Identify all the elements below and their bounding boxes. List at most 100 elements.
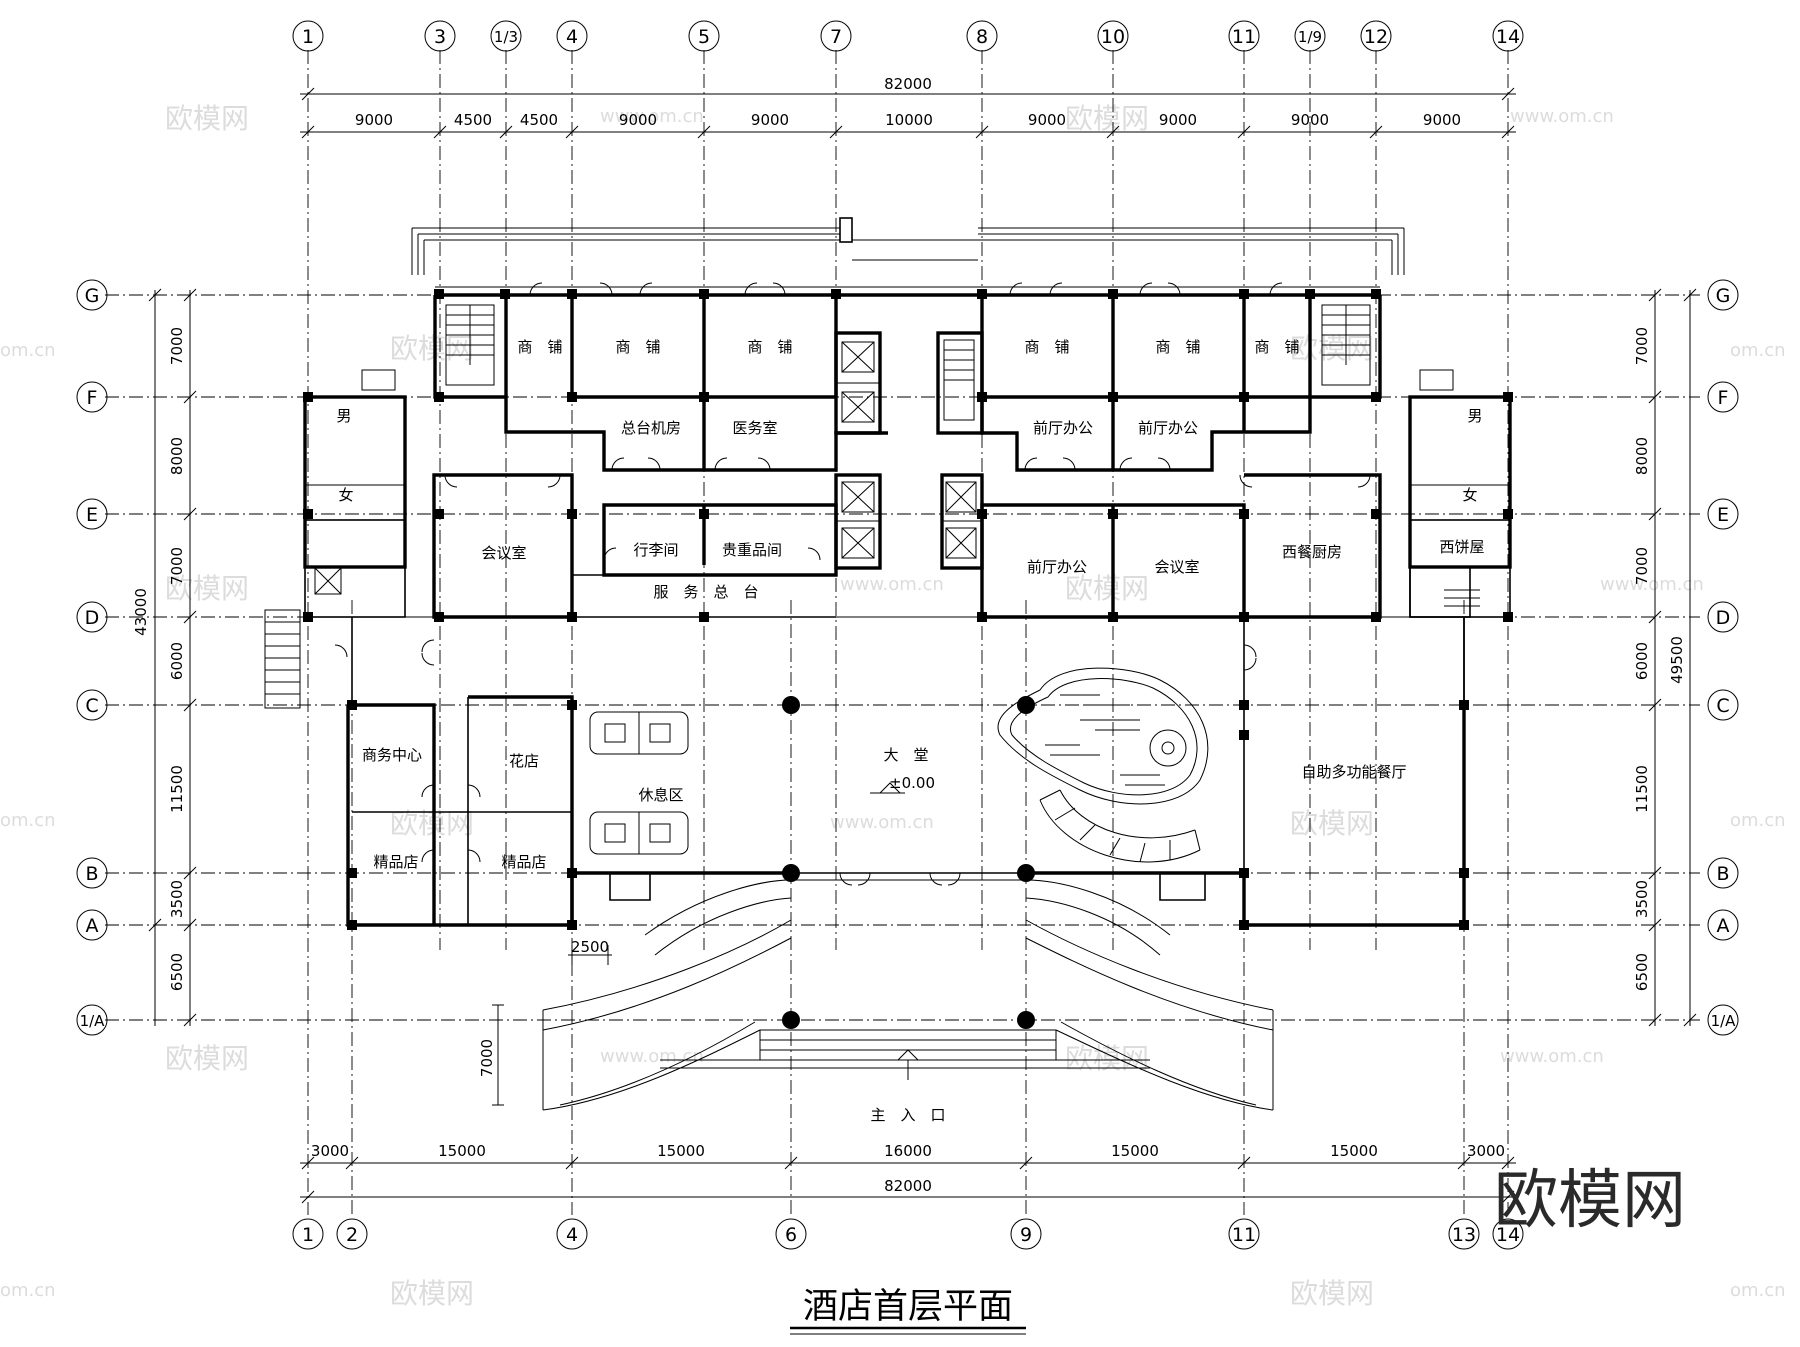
watermark: 欧模网 — [1290, 1277, 1374, 1310]
axis-label: G — [1716, 285, 1731, 307]
axis-label: B — [85, 863, 98, 885]
room-label-reception: 服 务 总 台 — [653, 583, 758, 601]
dimension-text: 9000 — [1291, 111, 1329, 129]
room-label-buffet: 自助多功能餐厅 — [1301, 763, 1406, 781]
room-label-female: 女 — [1462, 486, 1477, 504]
dimension-text: 3000 — [311, 1142, 349, 1160]
dimension-text: 7000 — [478, 1039, 496, 1077]
axis-label: D — [85, 607, 100, 629]
dimension-text: 82000 — [884, 75, 932, 93]
axis-label: C — [85, 695, 98, 717]
axis-label: 13 — [1452, 1224, 1476, 1246]
dimension-text: 3500 — [1633, 880, 1651, 918]
room-label-boutique: 精品店 — [501, 853, 546, 871]
axis-label: 7 — [830, 26, 842, 48]
dimension-text: 9000 — [619, 111, 657, 129]
axis-label: A — [1717, 915, 1730, 937]
dimension-text: 43000 — [132, 588, 150, 636]
axis-bubbles-right: G F E D C B A 1/A — [1707, 279, 1739, 1036]
level-symbol — [870, 782, 905, 794]
room-label-lounge: 休息区 — [638, 786, 683, 804]
axis-bubbles-left: G F E D C B A 1/A — [76, 279, 108, 1036]
water-feature — [997, 667, 1209, 863]
level-mark: ±0.00 — [889, 774, 935, 792]
dimension-text: 9000 — [355, 111, 393, 129]
watermark: 欧模网 — [1290, 332, 1374, 365]
watermark-url: www.om.cn — [840, 574, 944, 595]
dimension-text: 9000 — [751, 111, 789, 129]
dimension-text: 3000 — [1467, 1142, 1505, 1160]
watermark: 欧模网 — [390, 1277, 474, 1310]
room-label-front-office: 前厅办公 — [1027, 558, 1087, 576]
watermark-url: www.om.cn — [600, 106, 704, 127]
room-label-lobby: 大 堂 — [883, 746, 928, 764]
watermark: 欧模网 — [1065, 572, 1149, 605]
watermarks: 欧模网 欧模网 欧模网 欧模网 欧模网 欧模网 欧模网 欧模网 欧模网 欧模网 … — [0, 102, 1786, 1310]
dimension-text: 6500 — [168, 953, 186, 991]
room-label-luggage: 行李间 — [633, 541, 678, 559]
dimension-text: 6000 — [1633, 642, 1651, 680]
room-label-front-office: 前厅办公 — [1138, 419, 1198, 437]
watermark-url: om.cn — [0, 1280, 56, 1301]
room-label-kitchen: 西餐厨房 — [1282, 543, 1342, 561]
axis-label: 1 — [302, 26, 314, 48]
axis-label: 1/9 — [1298, 28, 1322, 46]
axis-label: 5 — [698, 26, 710, 48]
room-label-flower-shop: 花店 — [509, 752, 539, 770]
watermark: 欧模网 — [390, 332, 474, 365]
brand-logo: 欧模网 — [1494, 1164, 1686, 1238]
dimension-text: 7000 — [168, 327, 186, 365]
axis-label: 9 — [1020, 1224, 1032, 1246]
axis-label: E — [86, 504, 98, 526]
room-label-meeting: 会议室 — [1154, 558, 1199, 576]
axis-label: F — [1718, 387, 1729, 409]
watermark-url: om.cn — [1730, 1280, 1786, 1301]
axis-label: 8 — [976, 26, 988, 48]
axis-label: A — [86, 915, 99, 937]
axis-label: C — [1716, 695, 1729, 717]
axis-label: 14 — [1496, 1224, 1520, 1246]
dimension-text: 6500 — [1633, 953, 1651, 991]
axis-label: B — [1716, 863, 1729, 885]
room-label-business-center: 商务中心 — [362, 746, 422, 764]
dimension-text: 3500 — [168, 880, 186, 918]
room-label-female: 女 — [338, 486, 353, 504]
dimension-text: 6000 — [168, 642, 186, 680]
axis-label: 4 — [566, 1224, 578, 1246]
dimension-text: 7000 — [1633, 547, 1651, 585]
watermark-url: om.cn — [0, 810, 56, 831]
dimension-text: 4500 — [520, 111, 558, 129]
dimension-text: 15000 — [438, 1142, 486, 1160]
axis-label: 6 — [785, 1224, 797, 1246]
dimension-text: 11500 — [168, 765, 186, 813]
room-label-switch-room: 总台机房 — [621, 419, 681, 437]
watermark-url: www.om.cn — [1600, 574, 1704, 595]
watermark-url: www.om.cn — [1510, 106, 1614, 127]
room-label-shop: 商 铺 — [615, 338, 660, 356]
room-label-entrance: 主 入 口 — [870, 1106, 945, 1124]
axis-label: 1/3 — [494, 28, 518, 46]
watermark-url: om.cn — [1730, 810, 1786, 831]
room-label-shop: 商 铺 — [1254, 338, 1299, 356]
doors — [334, 282, 1371, 886]
room-label-clinic: 医务室 — [732, 419, 777, 437]
dimension-text: 9000 — [1423, 111, 1461, 129]
room-label-boutique: 精品店 — [373, 853, 418, 871]
drawing-title: 酒店首层平面 — [803, 1287, 1013, 1327]
dimension-text: 82000 — [884, 1177, 932, 1195]
dimensions-top: 82000 9000 4500 4500 9000 9000 10000 900… — [300, 75, 1516, 139]
axis-label: 2 — [346, 1224, 358, 1246]
dimensions-right: 7000 8000 7000 6000 11500 3500 6500 4950… — [1633, 288, 1697, 1027]
axis-bubbles-bottom: 1 2 4 6 9 11 13 14 — [292, 1218, 1524, 1250]
dimension-text: 9000 — [1028, 111, 1066, 129]
watermark-url: www.om.cn — [830, 812, 934, 833]
watermark-url: www.om.cn — [600, 1046, 704, 1067]
axis-label: 4 — [566, 26, 578, 48]
dimension-text: 11500 — [1633, 765, 1651, 813]
axis-label: 11 — [1232, 1224, 1256, 1246]
room-label-shop: 商 铺 — [747, 338, 792, 356]
dimension-text: 8000 — [168, 437, 186, 475]
watermark-url: om.cn — [0, 340, 56, 361]
dimension-text: 16000 — [884, 1142, 932, 1160]
